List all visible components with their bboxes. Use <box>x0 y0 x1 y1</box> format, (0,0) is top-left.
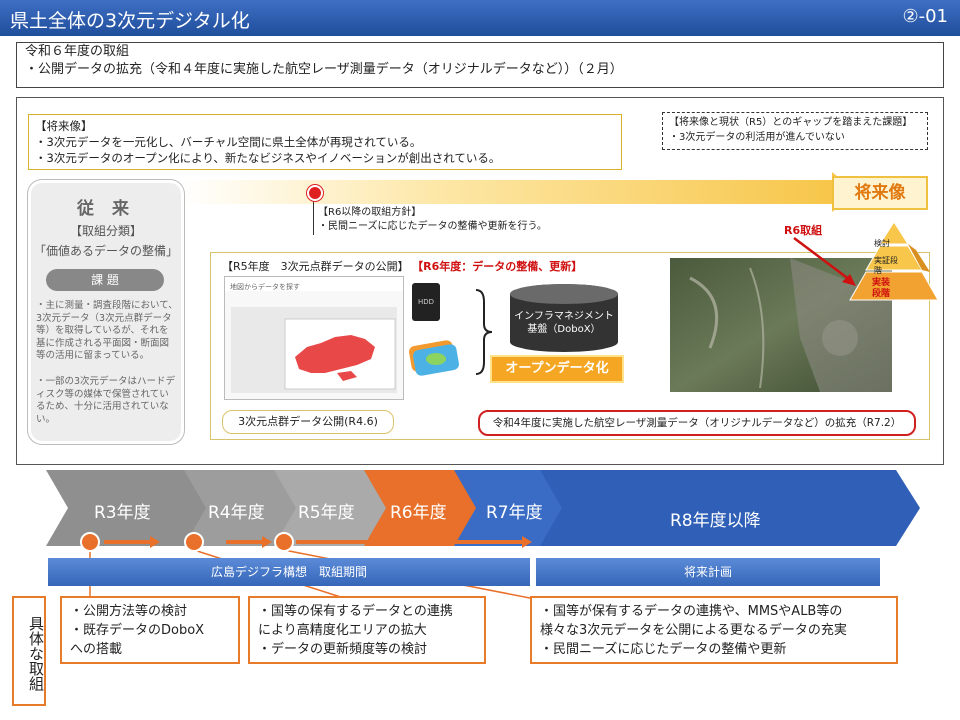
action-3-line1: ・国等が保有するデータの連携や、MMSやALB等の <box>540 604 843 619</box>
portal-screenshot <box>224 276 404 400</box>
action-box-1: ・公開方法等の検討 ・既存データのDoboX への搭載 <box>60 596 240 664</box>
intro-line1: 令和６年度の取組 <box>25 44 130 59</box>
issue-text-2: ・一部の3次元データはハードディスク等の媒体で保管されているため、十分に活用され… <box>36 376 176 425</box>
timeline <box>46 470 920 546</box>
gap-heading: 【将来像と現状（R5）とのギャップを踏まえた課題】 <box>669 117 913 128</box>
year-r7: R7年度 <box>486 503 543 523</box>
action-box-3: ・国等が保有するデータの連携や、MMSやALB等の 様々な3次元データを公開によ… <box>530 596 898 664</box>
r6-policy-item: ・民間ニーズに応じたデータの整備や更新を行う。 <box>318 221 547 232</box>
progress-arrow <box>182 180 832 204</box>
action-2-line3: ・データの更新頻度等の検討 <box>258 642 428 657</box>
r6-torikumi-label: R6取組 <box>784 224 823 237</box>
current-point-dot <box>307 185 323 201</box>
conventional-title: 従 来 <box>77 199 135 219</box>
year-r8: R8年度以降 <box>670 511 761 531</box>
action-2-line2: により高精度化エリアの拡大 <box>258 623 427 638</box>
intro-box: 令和６年度の取組 ・公開データの拡充（令和４年度に実施した航空レーザ測量データ（… <box>16 42 944 88</box>
conventional-category: 【取組分類】 <box>69 224 142 238</box>
action-box-2: ・国等の保有するデータとの連携 により高精度化エリアの拡大 ・データの更新頻度等… <box>248 596 486 664</box>
database-line2: 基盤（DoboX） <box>527 324 601 335</box>
timeline-r4 <box>184 470 300 546</box>
r6-label-text: 【R6年度：データの整備、更新】 <box>412 260 583 273</box>
timeline-r8 <box>540 470 920 546</box>
action-3-line3: ・民間ニーズに応じたデータの整備や更新 <box>540 642 787 657</box>
main-panel <box>16 97 944 465</box>
concrete-label: 具体な取組 <box>12 596 46 706</box>
vision-item-2: ・3次元データのオープン化により、新たなビジネスやイノベーションが創出されている… <box>35 151 501 165</box>
action-2-line1: ・国等の保有するデータとの連携 <box>258 604 453 619</box>
header-bar <box>0 0 960 36</box>
year-r5: R5年度 <box>298 503 355 523</box>
r5-label: 【R5年度 3次元点群データの公開】 【R6年度：データの整備、更新】 <box>222 258 582 274</box>
policy-connector <box>313 199 314 235</box>
intro-line2: ・公開データの拡充（令和４年度に実施した航空レーザ測量データ（オリジナルデータな… <box>25 62 623 77</box>
timeline-r7 <box>454 470 566 546</box>
timeline-r3 <box>46 470 210 546</box>
pointer-arrow <box>793 237 856 286</box>
map-thumbnail <box>225 277 403 393</box>
vision-box: 【将来像】 ・3次元データを一元化し、バーチャル空間に県土全体が再現されている。… <box>28 114 622 170</box>
period-bar-current: 広島デジフラ構想 取組期間 <box>48 558 530 586</box>
r5-label-text: 【R5年度 3次元点群データの公開】 <box>222 260 409 273</box>
conventional-value: 「価値あるデータの整備」 <box>33 244 178 258</box>
future-label: 将来像 <box>832 176 928 210</box>
open-data-badge: オープンデータ化 <box>490 355 624 383</box>
timeline-r6 <box>364 470 480 546</box>
r5-box <box>210 252 930 440</box>
action-1-line3: への搭載 <box>70 642 123 657</box>
r72-label: 令和4年度に実施した航空レーザ測量データ（オリジナルデータなど）の拡充（R7.2… <box>478 410 916 436</box>
issue-text-1: ・主に測量・調査段階において、3次元データ（3次元点群データ等）を取得しているが… <box>36 300 178 361</box>
action-3-line2: 様々な3次元データを公開による更なるデータの充実 <box>540 623 847 638</box>
gap-box: 【将来像と現状（R5）とのギャップを踏まえた課題】 ・3次元データの利活用が進ん… <box>662 112 928 150</box>
action-1-line2: ・既存データのDoboX <box>70 623 205 638</box>
pyramid-bottom: 実装段階 <box>872 278 891 299</box>
database-icon <box>510 284 618 352</box>
year-r3: R3年度 <box>94 503 151 523</box>
timeline-r5 <box>274 470 390 546</box>
period-bar-future: 将来計画 <box>536 558 880 586</box>
year-r6: R6年度 <box>390 503 447 523</box>
hdd-icon: HDD <box>412 283 440 321</box>
phase-pyramid <box>849 221 939 301</box>
brace-icon <box>475 289 493 375</box>
page-code: ②-01 <box>902 6 948 27</box>
vision-item-1: ・3次元データを一元化し、バーチャル空間に県土全体が再現されている。 <box>35 135 422 149</box>
r46-label: 3次元点群データ公開(R4.6) <box>222 410 394 434</box>
page-title: 県土全体の3次元デジタル化 <box>10 10 250 32</box>
database-label: インフラマネジメント 基盤（DoboX） <box>504 310 624 336</box>
r6-policy-heading: 【R6以降の取組方針】 <box>318 207 422 218</box>
pyramid-top: 検討 <box>874 239 890 248</box>
portal-screenshot-title: 地図からデータを探す <box>230 283 300 291</box>
disc-media-icon <box>409 340 459 376</box>
vision-heading: 【将来像】 <box>35 119 93 133</box>
database-line1: インフラマネジメント <box>514 311 614 322</box>
pyramid-mid: 実証段階 <box>874 256 898 275</box>
issue-badge: 課 題 <box>46 269 164 291</box>
gap-item: ・3次元データの利活用が進んでいない <box>669 132 845 143</box>
action-1-line1: ・公開方法等の検討 <box>70 604 188 619</box>
r6-policy: 【R6以降の取組方針】 ・民間ニーズに応じたデータの整備や更新を行う。 <box>318 206 547 234</box>
year-r4: R4年度 <box>208 503 265 523</box>
conventional-box <box>28 180 184 444</box>
